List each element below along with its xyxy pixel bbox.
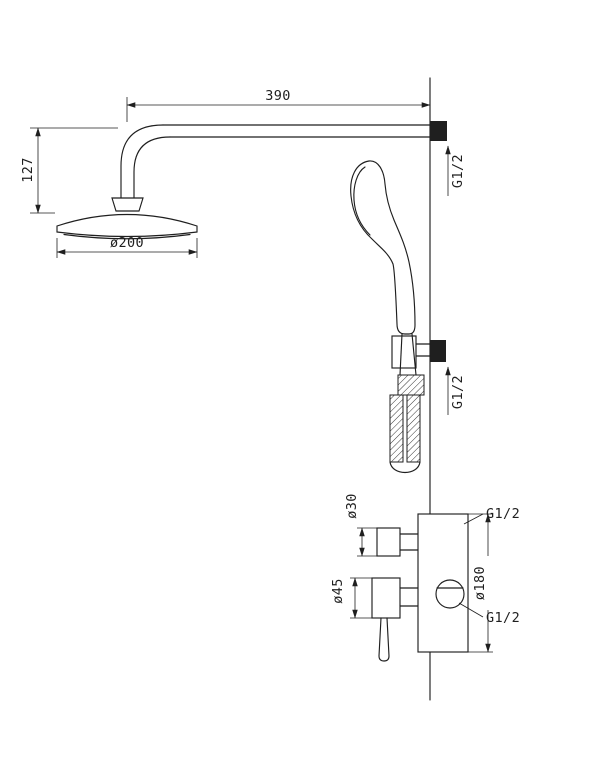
wall-outlet-thread-label: G1/2	[445, 145, 466, 196]
head-diameter-dimension: ø200	[56, 235, 198, 258]
handle-diameter-dimension: ø45	[330, 577, 372, 619]
rain-shower-head	[56, 213, 198, 240]
plate-diameter-dimension: ø180	[468, 513, 493, 653]
arm-length-dimension: 390	[126, 88, 431, 122]
hose-connector-nut	[397, 333, 425, 396]
mixer-outlet-circle	[435, 579, 465, 609]
mixer-top-thread-value: G1/2	[486, 506, 520, 522]
mixer-handle-base	[371, 577, 419, 619]
mixer-lever-handle	[378, 617, 390, 662]
shower-arm	[111, 124, 431, 212]
handle-diameter-value: ø45	[330, 578, 346, 604]
head-diameter-value: ø200	[110, 235, 144, 251]
wall-flange-holder	[430, 340, 446, 362]
knob-diameter-value: ø30	[344, 493, 360, 519]
wall-flange-top	[430, 121, 447, 141]
mixer-bottom-thread-value: G1/2	[486, 610, 520, 626]
holder-thread-label: G1/2	[445, 366, 466, 415]
holder-thread-value: G1/2	[450, 375, 466, 409]
arm-length-value: 390	[265, 88, 291, 104]
shower-hose	[389, 394, 421, 474]
drop-height-value: 127	[20, 157, 36, 183]
knob-diameter-dimension: ø30	[344, 493, 377, 557]
mixer-valve	[371, 513, 469, 662]
plate-diameter-value: ø180	[472, 566, 488, 600]
hand-shower	[350, 160, 416, 335]
mixer-plate	[417, 513, 469, 653]
drop-height-dimension: 127	[20, 127, 118, 214]
shower-holder	[391, 335, 431, 369]
mixer-diverter-knob	[376, 527, 419, 557]
mixer-bottom-thread-label: G1/2	[458, 602, 520, 626]
wall-outlet-thread-value: G1/2	[450, 154, 466, 188]
mixer-top-thread-label: G1/2	[463, 506, 520, 525]
